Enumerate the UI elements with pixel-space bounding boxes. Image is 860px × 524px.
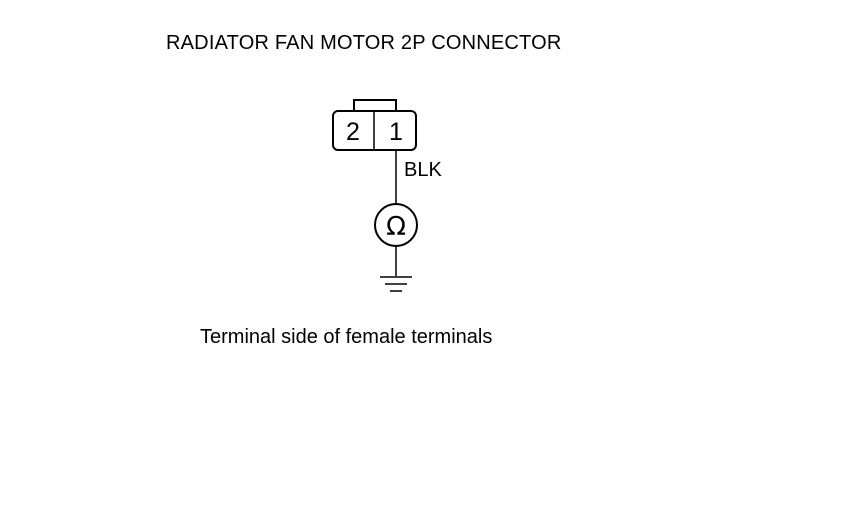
- diagram-title: RADIATOR FAN MOTOR 2P CONNECTOR: [166, 32, 562, 54]
- wire-color-label: BLK: [404, 159, 442, 181]
- connector-latch: [353, 99, 397, 111]
- ohm-symbol: Ω: [386, 212, 406, 242]
- connector-pin-2-label: 2: [346, 118, 360, 146]
- ground-icon: [380, 276, 412, 292]
- connector-pin-1-label: 1: [389, 118, 403, 146]
- diagram-caption: Terminal side of female terminals: [200, 326, 493, 348]
